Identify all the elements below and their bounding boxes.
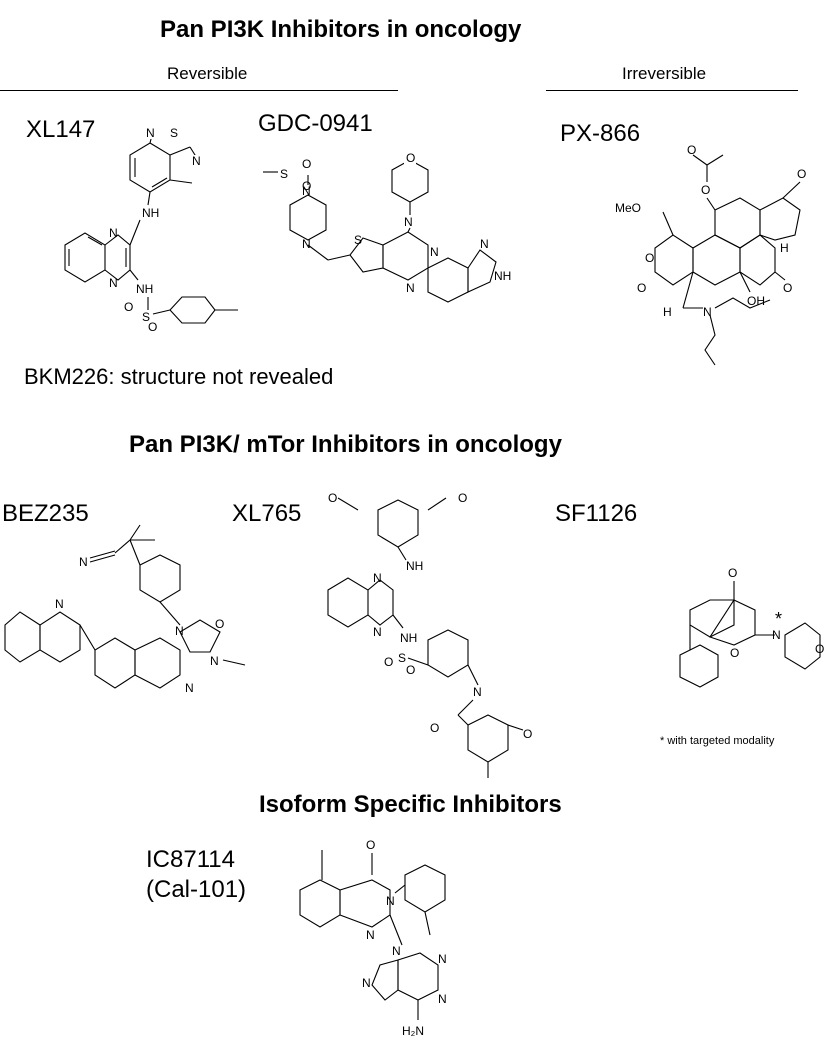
svg-text:N: N [55, 597, 64, 611]
svg-text:O: O [148, 320, 157, 334]
structure-ic87114: O N N N N N N H₂N [299, 838, 447, 1038]
svg-text:O: O [406, 663, 415, 677]
svg-text:N: N [404, 215, 413, 229]
svg-text:N: N [373, 625, 382, 639]
svg-text:S: S [354, 233, 362, 247]
subheading-reversible: Reversible [167, 64, 248, 83]
svg-text:N: N [366, 928, 375, 942]
divider-reversible [0, 90, 398, 91]
structure-sf1126: O O N * O [679, 566, 824, 688]
svg-text:N: N [392, 944, 401, 958]
structure-xl147: N S N NH N N NH S O O [64, 126, 238, 334]
structure-xl765: O O NH N N NH S O O N O O [327, 491, 532, 778]
compound-label-ic87114: IC87114 [146, 846, 235, 873]
svg-text:OH: OH [747, 294, 765, 308]
svg-text:N: N [480, 237, 489, 251]
svg-text:S: S [280, 167, 288, 181]
svg-text:O: O [328, 491, 337, 505]
svg-text:N: N [192, 154, 201, 168]
svg-text:O: O [815, 642, 824, 656]
svg-text:N: N [79, 555, 88, 569]
compound-label-xl765: XL765 [232, 500, 302, 527]
svg-text:O: O [384, 655, 393, 669]
svg-text:N: N [210, 654, 219, 668]
svg-text:N: N [302, 237, 311, 251]
svg-text:O: O [645, 251, 654, 265]
svg-text:H: H [780, 241, 789, 255]
svg-text:N: N [772, 628, 781, 642]
svg-text:N: N [185, 681, 194, 695]
structure-bez235: N N O N N N [4, 524, 246, 695]
svg-text:S: S [142, 310, 150, 324]
svg-text:O: O [124, 300, 133, 314]
divider-irreversible [546, 90, 798, 91]
structure-px866: O O O H O OH O O MeO H N [615, 143, 806, 366]
svg-text:N: N [362, 976, 371, 990]
svg-text:NH: NH [400, 631, 417, 645]
svg-text:O: O [302, 179, 311, 193]
svg-text:N: N [373, 571, 382, 585]
note-bkm226: BKM226: structure not revealed [24, 364, 334, 389]
footnote-sf1126: * with targeted modality [660, 735, 775, 747]
structure-gdc0941: O N S N N N NH N N S O O [263, 151, 511, 303]
section-title-isoform: Isoform Specific Inhibitors [259, 791, 562, 818]
svg-text:H₂N: H₂N [402, 1024, 424, 1038]
svg-text:N: N [438, 952, 447, 966]
compound-label-gdc0941: GDC-0941 [258, 110, 373, 137]
svg-text:O: O [406, 151, 415, 165]
compound-label-cal101: (Cal-101) [146, 876, 247, 903]
svg-text:N: N [430, 245, 439, 259]
compound-label-sf1126: SF1126 [555, 500, 638, 527]
compound-label-bez235: BEZ235 [2, 500, 89, 527]
compound-label-xl147: XL147 [26, 116, 96, 143]
svg-text:O: O [430, 721, 439, 735]
subheading-irreversible: Irreversible [622, 64, 707, 83]
svg-text:O: O [728, 566, 737, 580]
svg-text:N: N [146, 126, 155, 140]
svg-text:O: O [730, 646, 739, 660]
svg-text:N: N [302, 184, 311, 198]
svg-text:S: S [170, 126, 178, 140]
svg-text:N: N [438, 992, 447, 1006]
svg-text:NH: NH [494, 269, 511, 283]
svg-text:O: O [783, 281, 792, 295]
svg-text:O: O [458, 491, 467, 505]
svg-text:O: O [302, 157, 311, 171]
svg-text:S: S [398, 651, 406, 665]
svg-text:N: N [109, 226, 118, 240]
svg-text:NH: NH [142, 206, 159, 220]
svg-text:O: O [215, 617, 224, 631]
svg-text:O: O [637, 281, 646, 295]
svg-text:MeO: MeO [615, 201, 641, 215]
svg-text:H: H [663, 305, 672, 319]
svg-text:NH: NH [406, 559, 423, 573]
section-title-pan-pi3k: Pan PI3K Inhibitors in oncology [160, 16, 522, 43]
svg-text:N: N [386, 894, 395, 908]
svg-text:N: N [175, 624, 184, 638]
svg-text:O: O [701, 183, 710, 197]
svg-text:N: N [703, 305, 712, 319]
svg-text:N: N [473, 685, 482, 699]
section-title-pan-pi3k-mtor: Pan PI3K/ mTor Inhibitors in oncology [129, 431, 562, 458]
svg-text:O: O [366, 838, 375, 852]
svg-text:NH: NH [136, 282, 153, 296]
svg-text:O: O [797, 167, 806, 181]
svg-text:O: O [687, 143, 696, 157]
svg-text:N: N [109, 276, 118, 290]
svg-text:N: N [406, 281, 415, 295]
svg-text:*: * [775, 609, 782, 629]
svg-text:O: O [523, 727, 532, 741]
compound-label-px866: PX-866 [560, 120, 641, 147]
